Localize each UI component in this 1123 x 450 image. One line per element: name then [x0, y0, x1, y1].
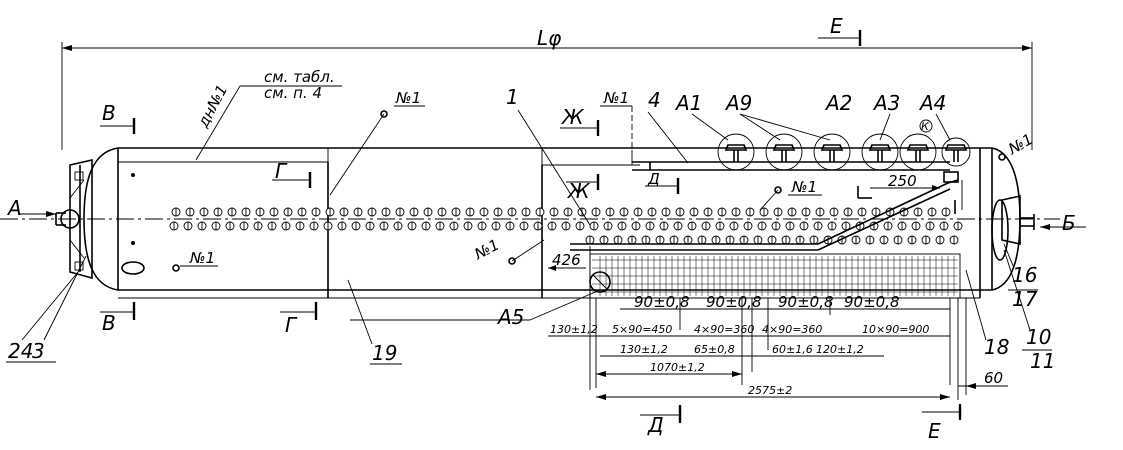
- dim-426: 426: [552, 251, 581, 269]
- section-v-top: [100, 118, 136, 134]
- weld-label-2: №1: [189, 249, 215, 267]
- section-v-bottom: [100, 302, 136, 320]
- position-a4: А4: [918, 91, 946, 115]
- section-e-top-label: E: [830, 14, 843, 38]
- left-nozzle-flange: [55, 158, 93, 280]
- dim-250-line: [870, 185, 940, 191]
- dim-4x90-b: 4×90=360: [762, 323, 822, 336]
- position-a2: А2: [824, 91, 852, 115]
- circle-k-label: К: [921, 120, 930, 133]
- dim-10x90: 10×90=900: [862, 323, 929, 336]
- weld-label-1: №1: [395, 89, 421, 107]
- section-e-bottom: [922, 404, 962, 420]
- section-d-bottom-label: Д: [647, 413, 664, 437]
- section-zh-mid: [566, 174, 600, 190]
- left-dots: [131, 173, 135, 245]
- position-16: 16: [1012, 263, 1037, 287]
- section-g-top-label: Г: [275, 159, 288, 183]
- top-nozzle: [861, 133, 899, 171]
- internal-pipe: [570, 171, 959, 298]
- overall-length-dimension: [61, 42, 1033, 150]
- right-nozzle-flange: [991, 195, 1035, 261]
- position-a1: А1: [674, 91, 702, 115]
- top-header-pipe: [631, 150, 950, 171]
- position-24: 24: [8, 339, 33, 363]
- top-nozzle: [941, 137, 971, 167]
- position-19: 19: [372, 341, 397, 365]
- dim-60-b: 60: [984, 369, 1003, 387]
- section-v-top-label: В: [102, 101, 116, 125]
- view-a-arrow: [20, 211, 56, 217]
- nozzle-a5: [589, 271, 611, 293]
- position-a5: А5: [496, 305, 524, 329]
- dim-250: 250: [888, 172, 917, 190]
- view-b-label: Б: [1062, 211, 1076, 235]
- dim-120: 120±1,2: [816, 343, 864, 356]
- top-nozzle: [717, 133, 755, 171]
- dim-90-2: 90±0,8: [706, 293, 762, 311]
- top-nozzles: [717, 133, 971, 171]
- note-table-line2: см. п. 4: [264, 84, 322, 102]
- dim-90-1: 90±0,8: [634, 293, 690, 311]
- view-a-label: A: [6, 196, 22, 220]
- perforation-holes: [169, 207, 963, 245]
- dim-90-4: 90±0,8: [844, 293, 900, 311]
- position-17: 17: [1012, 287, 1038, 311]
- section-d-bottom: [640, 405, 682, 423]
- note-dn: дн№1: [194, 82, 232, 131]
- section-e-bottom-label: E: [928, 419, 941, 443]
- top-nozzle: [765, 133, 803, 171]
- weld-label-4: №1: [603, 89, 629, 107]
- inspection-hatch: [121, 261, 145, 275]
- dim-130-b: 130±1,2: [620, 343, 668, 356]
- dim-1070: 1070±1,2: [650, 361, 705, 374]
- section-d-top-label: Д: [647, 170, 660, 188]
- dim-90-3: 90±0,8: [778, 293, 834, 311]
- position-4: 4: [648, 88, 661, 112]
- position-18: 18: [984, 335, 1009, 359]
- dim-60-a: 60±1,6: [772, 343, 813, 356]
- dim-65: 65±0,8: [694, 343, 735, 356]
- position-11: 11: [1030, 349, 1055, 373]
- section-d-top: [645, 178, 680, 194]
- section-v-bottom-label: В: [102, 311, 116, 335]
- position-10: 10: [1026, 325, 1051, 349]
- inner-bracket: [857, 180, 963, 214]
- note-table-line1: см. табл.: [264, 68, 335, 86]
- section-zh-top-label: Ж: [560, 105, 585, 129]
- dim-5x90: 5×90=450: [612, 323, 672, 336]
- position-a3: А3: [872, 91, 900, 115]
- section-g-top: [272, 172, 312, 188]
- section-g-bottom: [280, 302, 318, 320]
- section-zh-top: [560, 120, 600, 136]
- position-3: 3: [32, 339, 45, 363]
- overall-length-label: Lφ: [537, 26, 561, 50]
- dimension-lines: [548, 298, 1008, 400]
- view-b-arrow: [1040, 224, 1086, 230]
- weld-label-5: №1: [791, 178, 817, 196]
- tube-bundle: [589, 253, 961, 299]
- weld-label-6: №1: [1004, 130, 1036, 159]
- position-1: 1: [506, 85, 519, 109]
- dim-4x90-a: 4×90=360: [694, 323, 754, 336]
- position-a9: А9: [724, 91, 752, 115]
- section-g-bottom-label: Г: [285, 313, 298, 337]
- weld-label-3: №1: [471, 236, 503, 264]
- dim-130-a: 130±1,2: [550, 323, 598, 336]
- top-nozzle: [813, 133, 851, 171]
- dim-2575: 2575±2: [748, 384, 792, 397]
- top-nozzle: [899, 133, 937, 171]
- section-zh-mid-label: Ж: [566, 179, 591, 203]
- section-e-top-marker: [818, 30, 862, 46]
